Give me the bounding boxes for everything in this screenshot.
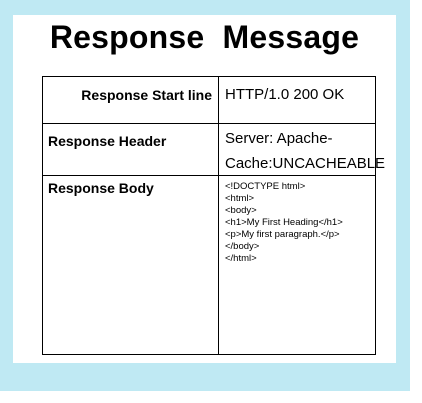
header-value-cell: Server: Apache- Cache:UNCACHEABLE (218, 123, 386, 176)
header-value-line2: Cache:UNCACHEABLE (225, 155, 386, 172)
code-line: <p>My first paragraph.</p> (225, 229, 340, 240)
code-line: <h1>My First Heading</h1> (225, 217, 343, 228)
code-line: <html> (225, 193, 255, 204)
body-label-cell: Response Body (42, 175, 219, 355)
table-row-start-line: Response Start line HTTP/1.0 200 OK (42, 76, 376, 124)
slide-title: Response Message (49, 19, 360, 55)
slide-card: Response Message Response Start line HTT… (13, 15, 396, 363)
code-line: </html> (225, 253, 257, 264)
header-value-line1: Server: Apache- (225, 130, 333, 147)
header-label-cell: Response Header (42, 123, 219, 176)
start-line-label-cell: Response Start line (42, 76, 219, 124)
body-code-block: <!DOCTYPE html> <html> <body> <h1>My Fir… (219, 176, 375, 265)
code-line: </body> (225, 241, 260, 252)
start-line-value-cell: HTTP/1.0 200 OK (218, 76, 376, 124)
body-label: Response Body (48, 180, 154, 196)
code-line: <body> (225, 205, 257, 216)
header-label: Response Header (48, 133, 167, 149)
table-row-body: Response Body <!DOCTYPE html> <html> <bo… (42, 175, 376, 355)
start-line-value: HTTP/1.0 200 OK (225, 86, 345, 103)
slide-background: Response Message Response Start line HTT… (0, 0, 410, 391)
table-row-header: Response Header Server: Apache- Cache:UN… (42, 123, 386, 176)
body-value-cell: <!DOCTYPE html> <html> <body> <h1>My Fir… (218, 175, 376, 355)
start-line-label: Response Start line (81, 87, 212, 103)
response-message-table: Response Start line HTTP/1.0 200 OK Resp… (42, 76, 386, 355)
code-line: <!DOCTYPE html> (225, 181, 306, 192)
